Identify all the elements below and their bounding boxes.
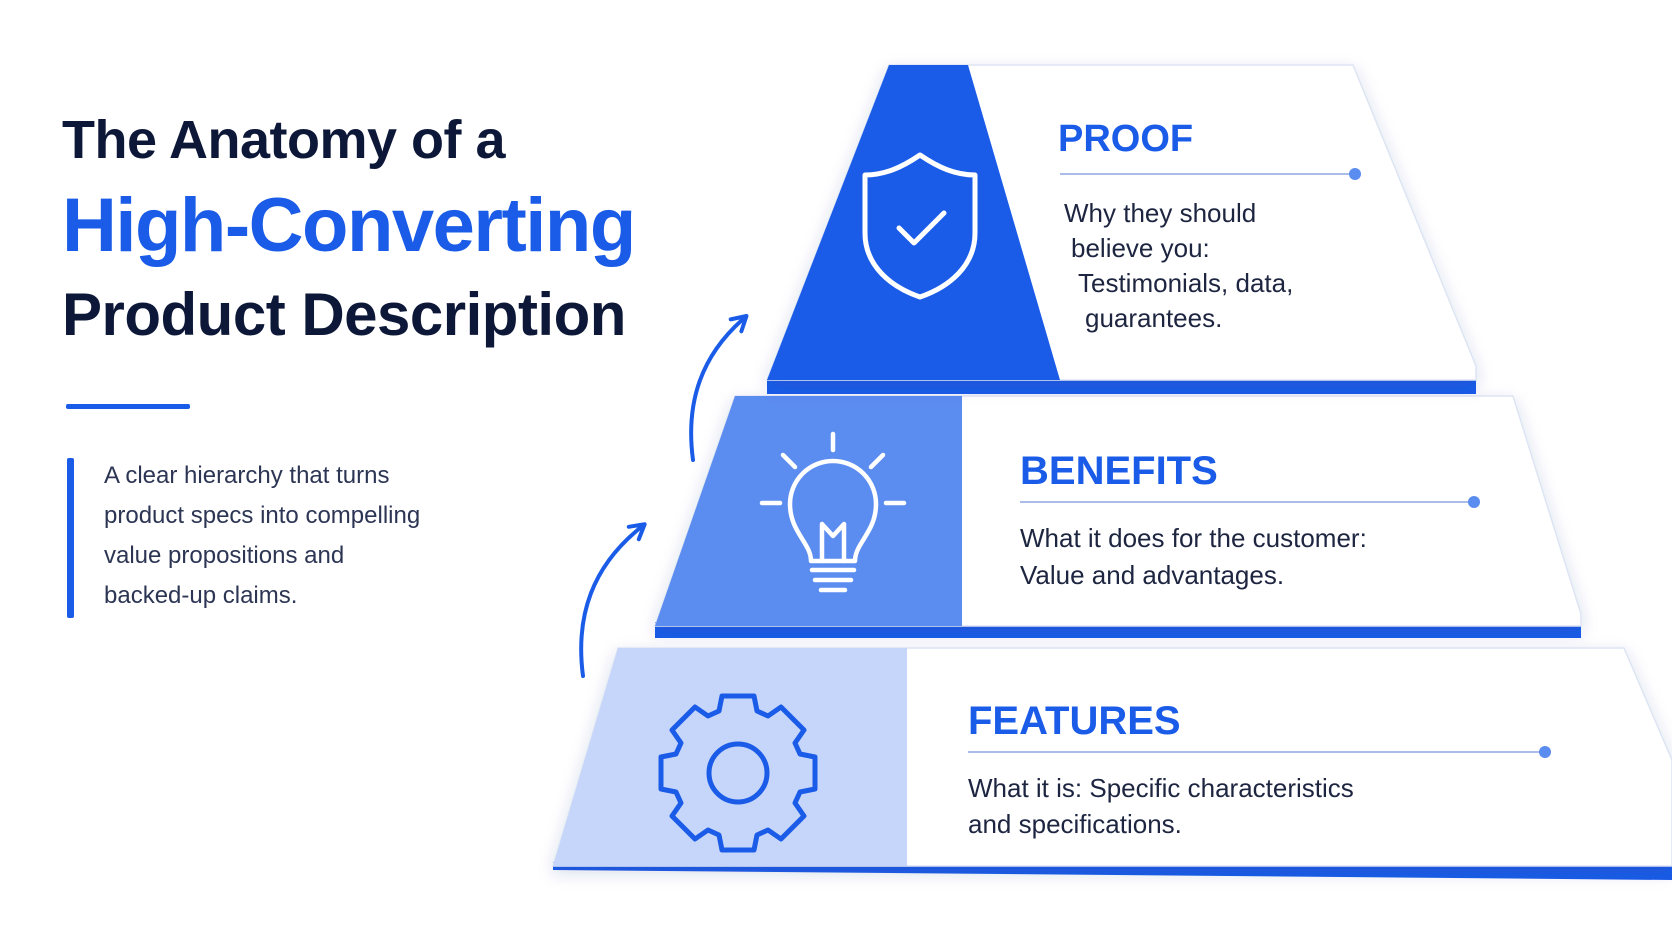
proof-text-line: Why they should [1064,198,1256,228]
benefits-text-line: What it does for the customer: [1020,523,1367,553]
lightbulb-icon [759,431,907,593]
features-heading: FEATURES [968,699,1181,743]
title-underline [66,404,190,409]
intro-line: backed-up claims. [104,582,298,609]
intro-line: product specs into compelling [104,502,421,529]
tier-features: FEATURES What it is: Specific characteri… [551,647,1672,880]
proof-text-line: guarantees. [1085,303,1222,333]
title-line-1: The Anatomy of a [62,110,506,170]
benefits-heading: BENEFITS [1020,449,1218,493]
tier-proof-base [767,378,1476,394]
page-title: The Anatomy of a High-Converting Product… [62,100,636,358]
tier-benefits-icon-block [655,396,962,626]
proof-text-line: Testimonials, data, [1078,268,1293,298]
intro-description: A clear hierarchy that turns product spe… [104,456,484,616]
proof-divider-dot [1349,168,1361,180]
features-text-line: What it is: Specific characteristics [968,773,1354,803]
shield-check-icon [862,152,978,300]
proof-heading: PROOF [1058,118,1193,160]
title-line-3: Product Description [62,281,626,348]
benefits-text-line: Value and advantages. [1020,560,1284,590]
features-divider-dot [1539,746,1551,758]
benefits-divider-dot [1468,496,1480,508]
tier-benefits: BENEFITS What it does for the customer: … [653,395,1582,638]
features-text-line: and specifications. [968,809,1182,839]
tier-proof: PROOF Why they should believe you: Testi… [765,64,1477,394]
intro-line: A clear hierarchy that turns [104,462,390,489]
proof-text-line: believe you: [1071,233,1210,263]
arrow-up-upper [689,313,749,462]
title-line-2: High-Converting [62,183,636,268]
arrow-up-lower [579,522,647,678]
intro-line: value propositions and [104,542,345,569]
gear-icon [658,693,818,853]
tier-proof-icon-block [767,65,1060,380]
description-accent-bar [67,458,74,618]
tier-features-icon-block [553,648,907,866]
